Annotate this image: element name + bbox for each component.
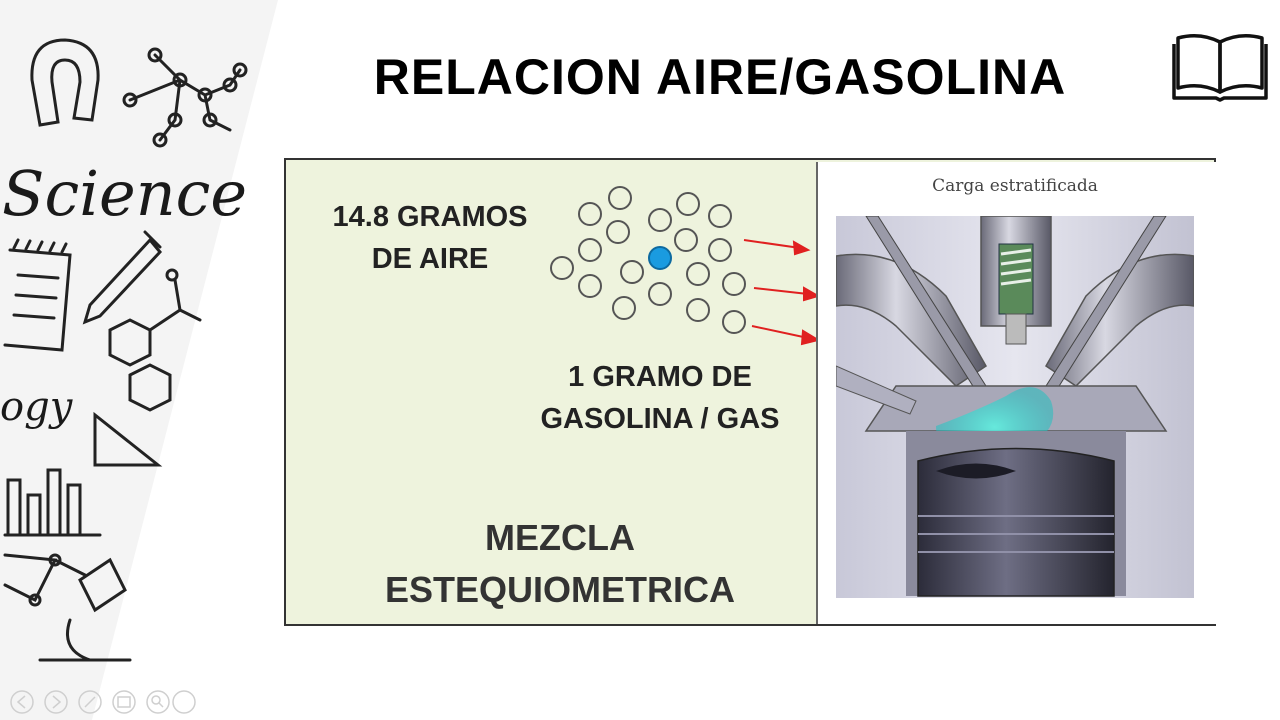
notepad-icon [3, 238, 72, 352]
microscope-icon [38, 557, 132, 662]
fuel-mass-label: 1 GRAMO DE GASOLINA / GAS [500, 356, 820, 440]
molecule-icon [122, 47, 248, 148]
flow-arrows [743, 239, 821, 346]
previous-slide-icon [10, 690, 34, 714]
science-doodle-text: Science [2, 157, 247, 230]
benzene-ring-icon [108, 268, 202, 412]
triangle-icon [93, 411, 163, 467]
dropper-icon [82, 230, 163, 325]
magnet-icon [30, 38, 100, 127]
fuel-label-line-1: 1 GRAMO DE [568, 361, 752, 393]
air-mass-label: 14.8 GRAMOS DE AIRE [300, 196, 560, 280]
open-book-icon [1172, 34, 1268, 102]
pen-tool-icon [78, 690, 102, 714]
engine-caption: Carga estratificada [932, 176, 1098, 196]
science-doodle-sidebar: Science ogy [0, 0, 278, 720]
slideshow-controls[interactable] [8, 688, 198, 716]
mixture-label: MEZCLA ESTEQUIOMETRICA [320, 512, 800, 616]
slide-title: RELACION AIRE/GASOLINA [373, 49, 1067, 105]
air-label-line-1: 14.8 GRAMOS [332, 201, 528, 233]
fuel-particle [648, 246, 672, 270]
bar-chart-icon [3, 468, 102, 537]
next-slide-icon [44, 690, 68, 714]
mixture-line-2: ESTEQUIOMETRICA [384, 569, 735, 610]
biology-doodle-text: ogy [0, 384, 74, 430]
engine-cylinder-illustration [836, 216, 1194, 598]
fuel-label-line-2: GASOLINA / GAS [540, 403, 780, 435]
air-label-line-2: DE AIRE [371, 243, 489, 275]
zoom-icon [146, 690, 170, 714]
mixture-line-1: MEZCLA [485, 517, 635, 558]
particle-cluster [550, 186, 821, 346]
slides-grid-icon [112, 690, 136, 714]
more-options-icon [172, 690, 196, 714]
